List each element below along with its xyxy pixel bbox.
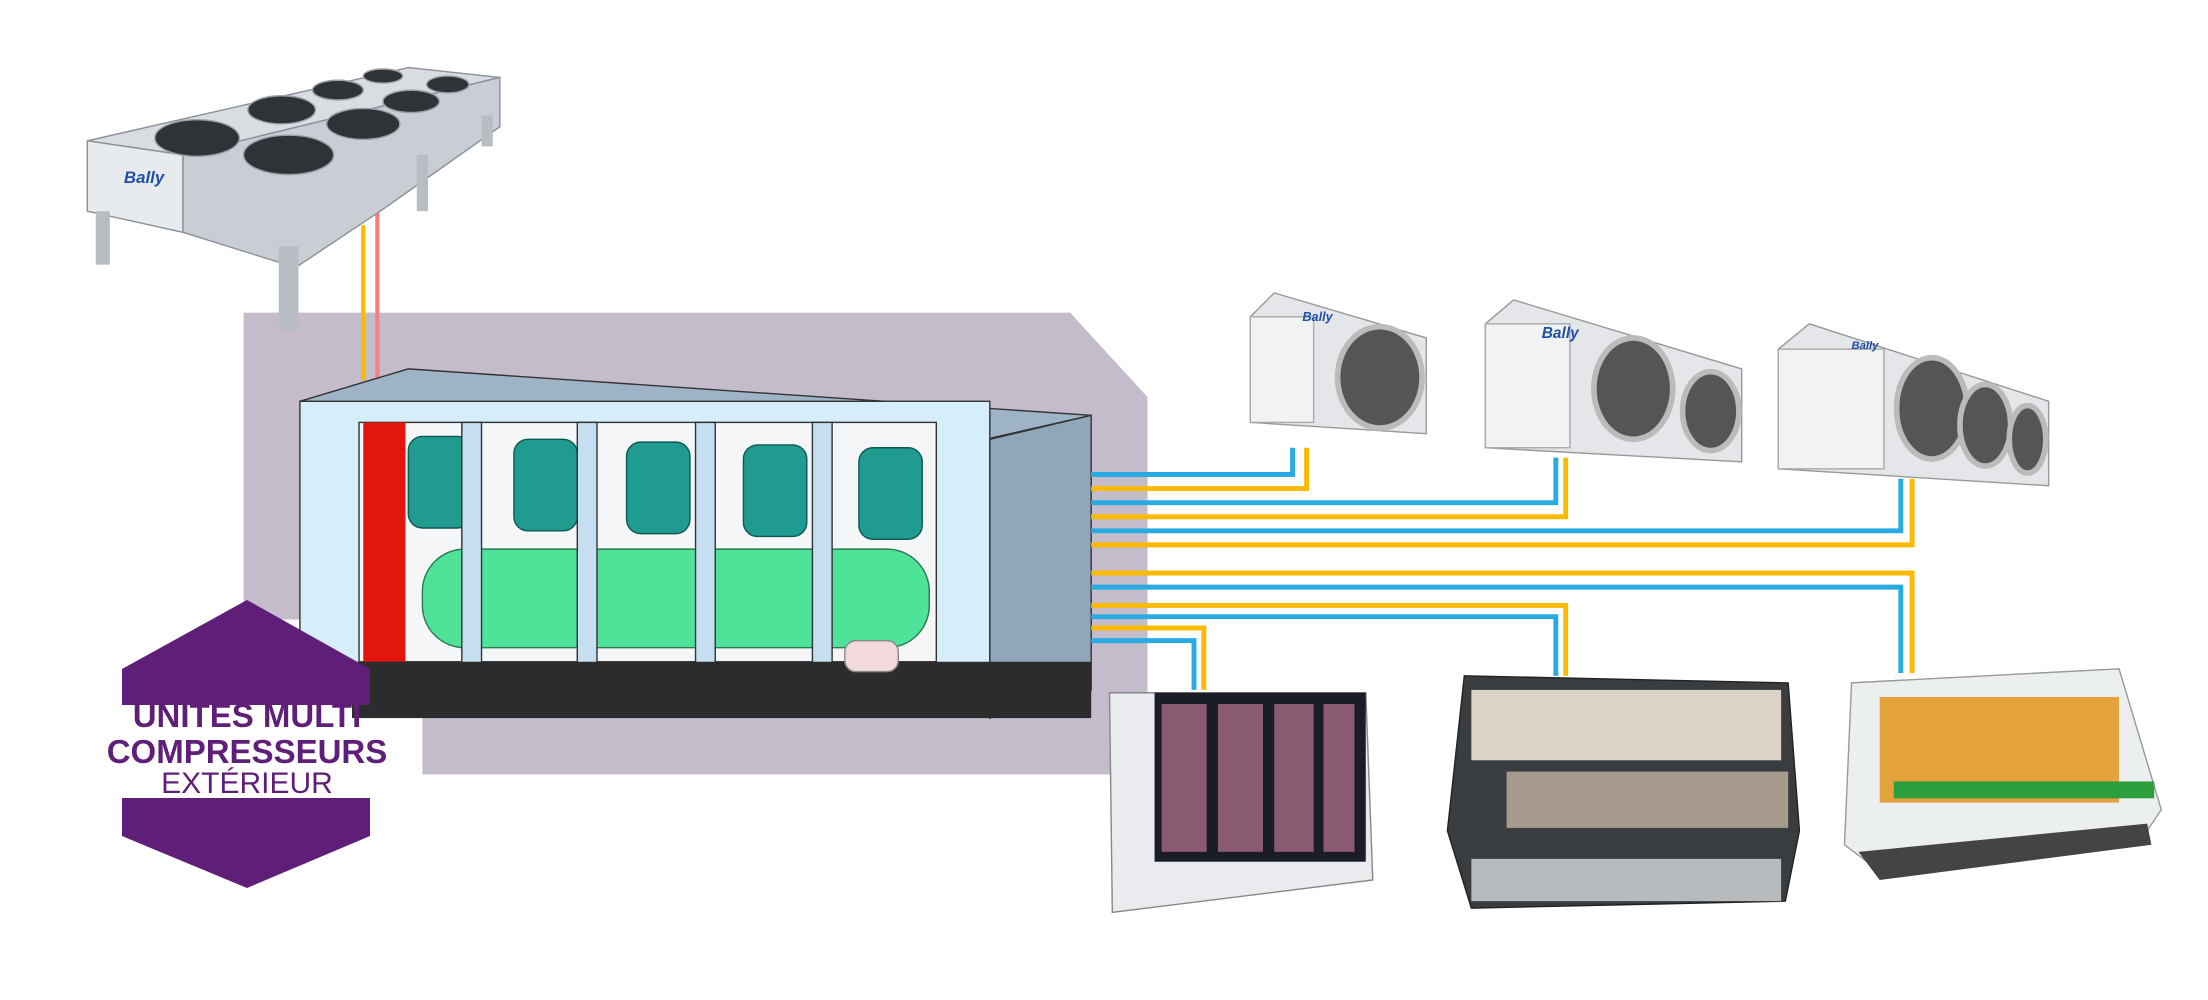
evaporator-2: Bally: [1484, 299, 1743, 463]
pipe-blue-case2: [1091, 614, 1559, 676]
condenser-bally-logo: Bally: [124, 168, 166, 187]
evaporator-1: Bally: [1249, 292, 1428, 435]
pipe-blue-case1: [1091, 638, 1197, 690]
label-line2: COMPRESSEURS: [107, 733, 388, 770]
evaporator-3: Bally: [1777, 323, 2050, 487]
red-panel: [363, 422, 406, 662]
air-cooled-condenser: Bally: [86, 66, 501, 331]
freezer-door-case: [1108, 692, 1374, 914]
evaporator1-bally-logo: Bally: [1302, 310, 1333, 324]
label-line3: EXTÉRIEUR: [161, 767, 333, 800]
open-multideck-case: [1843, 668, 2163, 880]
pipe-blue-evap1: [1091, 447, 1296, 477]
multi-compressor-unit: [299, 368, 1092, 720]
label-line1: UNITES MULTI: [133, 697, 362, 734]
liquid-receiver: [421, 548, 930, 649]
pipe-yellow-evap2: [1091, 457, 1569, 520]
pipe-yellow-evap1: [1091, 447, 1310, 492]
pipe-yellow-case2: [1091, 602, 1569, 676]
pipe-blue-case3: [1091, 584, 1904, 674]
evaporator3-bally-logo: Bally: [1852, 340, 1880, 352]
pipe-yellow-case1: [1091, 625, 1207, 690]
pipe-yellow-evap3: [1091, 478, 1915, 548]
deli-service-case: [1446, 675, 1801, 909]
pipe-blue-evap2: [1091, 457, 1559, 506]
compressors: [407, 435, 923, 540]
pipe-yellow-case3: [1091, 570, 1915, 674]
unit-type-label: UNITES MULTI COMPRESSEURS EXTÉRIEUR: [107, 600, 388, 888]
evaporator2-bally-logo: Bally: [1542, 325, 1580, 342]
pipe-blue-evap3: [1091, 478, 1904, 534]
refrigerant-lines: [1091, 447, 1915, 690]
